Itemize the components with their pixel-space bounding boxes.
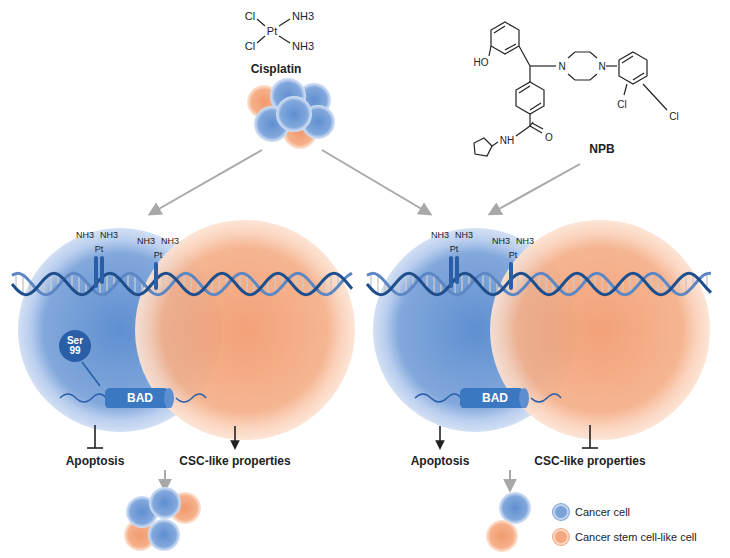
atom-label: Cl [669,111,678,122]
legend-text: Cancer cell [575,506,630,518]
atom-label: NH3 [292,10,314,22]
caption-label: Cisplatin [251,63,302,76]
caption-label: CSC-like properties [179,455,290,468]
legend-row: Cancer cell [553,504,630,520]
atom-label: HO [474,57,489,68]
legend-row: Cancer stem cell-like cell [553,529,697,545]
atom-label: NH3 [492,237,510,247]
cell-panel-right [373,220,710,440]
node-label: BAD [482,392,508,405]
atom-label: Pt [450,245,459,255]
caption-label: Apoptosis [66,455,125,468]
caption-label: CSC-like properties [534,455,645,468]
npb-structure [474,22,667,156]
node-label: BAD [127,392,153,405]
caption-label: Apoptosis [411,455,470,468]
legend-swatch [553,529,569,545]
atom-label: NH3 [161,237,179,247]
protein-bar: BAD [460,388,530,409]
effect-marks [87,425,598,448]
result-cluster-left [124,487,201,551]
atom-label: Cl [617,99,626,110]
pt-adducts [96,258,511,288]
atom-label: NH3 [455,231,473,241]
atom-label: Pt [509,251,518,261]
atom-label: Pt [154,251,163,261]
node-label: Ser 99 [63,336,87,357]
atom-label: NH3 [76,231,94,241]
legend-swatch [553,504,569,520]
atom-label: NH3 [292,40,314,52]
caption-label: NPB [589,143,614,156]
atom-label: N [598,61,605,72]
atom-label: NH3 [100,231,118,241]
cisplatin-bonds [257,19,290,43]
legend-text: Cancer stem cell-like cell [575,531,697,543]
result-cluster-right [486,492,531,552]
atom-label: NH3 [137,237,155,247]
protein-bar: BAD [105,388,175,409]
atom-label: Pt [267,25,277,37]
atom-label: N [558,61,565,72]
atom-label: Cl [245,10,255,22]
cell-cluster [247,78,335,149]
dna-helix [12,273,711,294]
cell-panel-left [18,220,355,440]
atom-label: O [545,132,553,143]
phospho-site-circle: Ser 99 [58,329,92,363]
atom-label: Cl [245,40,255,52]
atom-label: Pt [95,245,104,255]
atom-label: NH [500,135,514,146]
atom-label: NH3 [516,237,534,247]
atom-label: NH3 [431,231,449,241]
